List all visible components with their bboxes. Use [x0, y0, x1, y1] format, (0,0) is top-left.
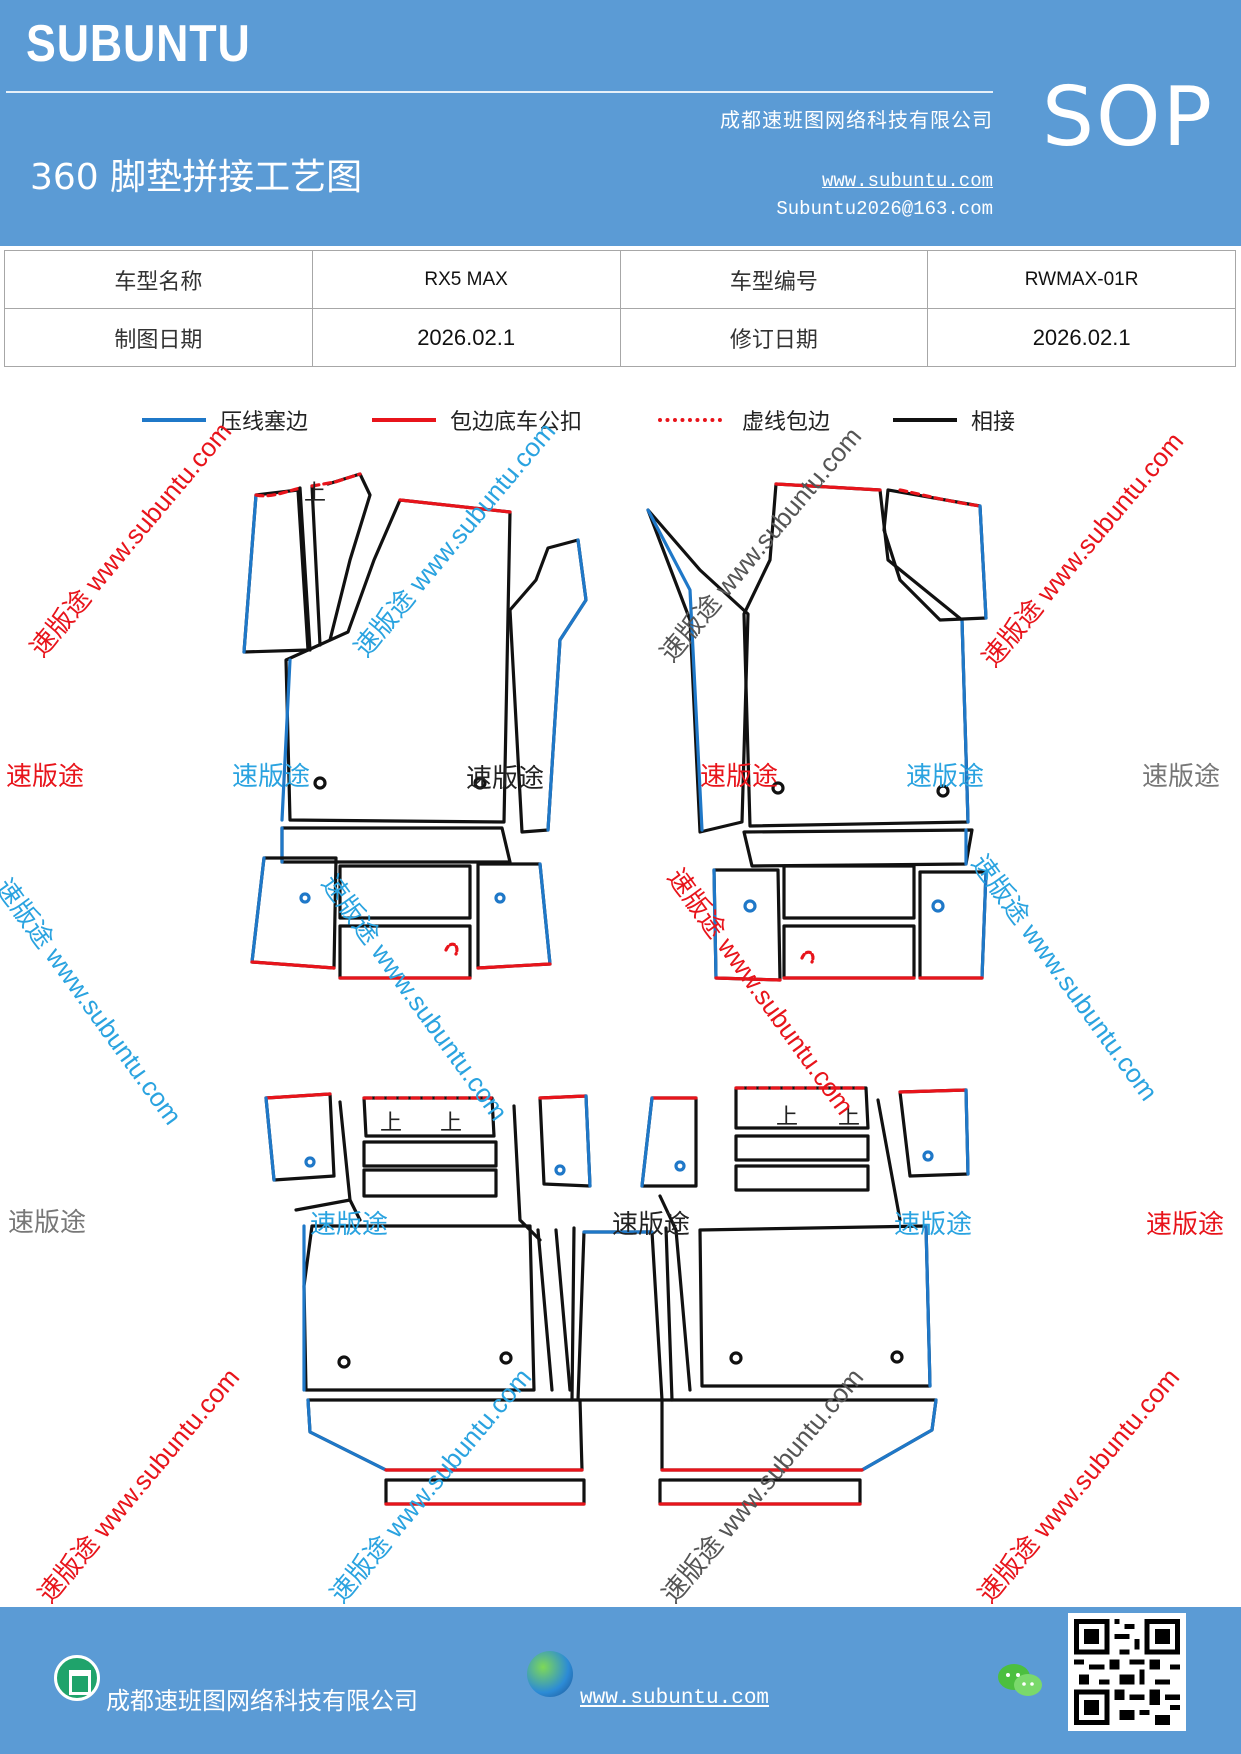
company-home-icon — [54, 1655, 100, 1701]
header-divider — [6, 91, 993, 93]
marker-up: 上 — [776, 1105, 798, 1130]
legend-label: 相接 — [971, 410, 1016, 435]
footer-banner: 成都速班图网络科技有限公司 www.subuntu.com — [0, 1607, 1241, 1754]
legend-item: 压线塞边 — [142, 402, 308, 438]
legend-label: 压线塞边 — [220, 410, 309, 435]
legend-item: 相接 — [893, 402, 1015, 438]
marker-up: 上 — [380, 1111, 402, 1136]
watermark-label: 速版途 — [612, 1210, 691, 1240]
watermark-label: 速版途 — [466, 764, 545, 794]
watermark-label: 速版途 — [906, 762, 985, 792]
wechat-icon — [998, 1664, 1042, 1696]
legend-item: 包边底车公扣 — [372, 402, 582, 438]
label-revise-date: 修订日期 — [619, 308, 929, 367]
sop-badge: SOP — [1042, 70, 1215, 165]
label-draw-date: 制图日期 — [4, 308, 313, 367]
qr-code — [1068, 1613, 1186, 1731]
document-title: 360 脚垫拼接工艺图 — [30, 157, 363, 198]
legend-label: 虚线包边 — [742, 410, 831, 435]
footer-website-link[interactable]: www.subuntu.com — [580, 1687, 770, 1710]
watermark-label: 速版途 — [8, 1208, 87, 1238]
label-model-code: 车型编号 — [619, 250, 929, 309]
watermark-label: 速版途 — [6, 762, 85, 792]
mat-center-tunnel — [570, 1226, 674, 1402]
table-row: 制图日期 2026.02.1 修订日期 2026.02.1 — [4, 308, 1236, 367]
value-draw-date: 2026.02.1 — [311, 308, 621, 367]
watermark-label: 速版途 — [700, 762, 779, 792]
legend-swatch-black — [893, 418, 957, 422]
footer-company: 成都速班图网络科技有限公司 — [106, 1687, 418, 1715]
marker-up: 上 — [838, 1105, 860, 1130]
value-revise-date: 2026.02.1 — [927, 308, 1236, 367]
watermark-label: 速版途 — [232, 762, 311, 792]
legend-swatch-red — [372, 418, 436, 422]
floor-mat-diagram: 上 上 上 上 上 — [242, 472, 988, 1506]
legend-item: 虚线包边 — [658, 402, 830, 438]
globe-icon — [527, 1651, 573, 1697]
header-company: 成都速班图网络科技有限公司 — [720, 108, 993, 132]
watermark-label: 速版途 — [894, 1210, 973, 1240]
vehicle-info-table: 车型名称 RX5 MAX 车型编号 RWMAX-01R 制图日期 2026.02… — [4, 250, 1236, 367]
mat-set-bottom-right — [640, 1086, 970, 1506]
watermark-label: 速版途 — [1146, 1210, 1225, 1240]
legend-label: 包边底车公扣 — [450, 410, 583, 435]
header-email: Subuntu2026@163.com — [776, 198, 993, 220]
legend-swatch-red-dashed — [658, 418, 722, 422]
value-model-name: RX5 MAX — [311, 250, 621, 309]
brand-logo: SUBUNTU — [26, 15, 251, 73]
watermark-label: 速版途 — [1142, 762, 1221, 792]
header-banner: SUBUNTU 成都速班图网络科技有限公司 360 脚垫拼接工艺图 www.su… — [0, 0, 1241, 246]
legend-swatch-blue — [142, 418, 206, 422]
mat-set-top-left — [242, 472, 588, 980]
table-row: 车型名称 RX5 MAX 车型编号 RWMAX-01R — [4, 250, 1236, 309]
mat-set-top-right — [646, 482, 988, 982]
watermark-label: 速版途 — [310, 1210, 389, 1240]
marker-up: 上 — [304, 481, 326, 506]
label-model-name: 车型名称 — [4, 250, 313, 309]
marker-up: 上 — [440, 1111, 462, 1136]
mat-set-bottom-left — [264, 1092, 592, 1506]
header-website-link[interactable]: www.subuntu.com — [821, 170, 993, 192]
value-model-code: RWMAX-01R — [927, 250, 1236, 309]
